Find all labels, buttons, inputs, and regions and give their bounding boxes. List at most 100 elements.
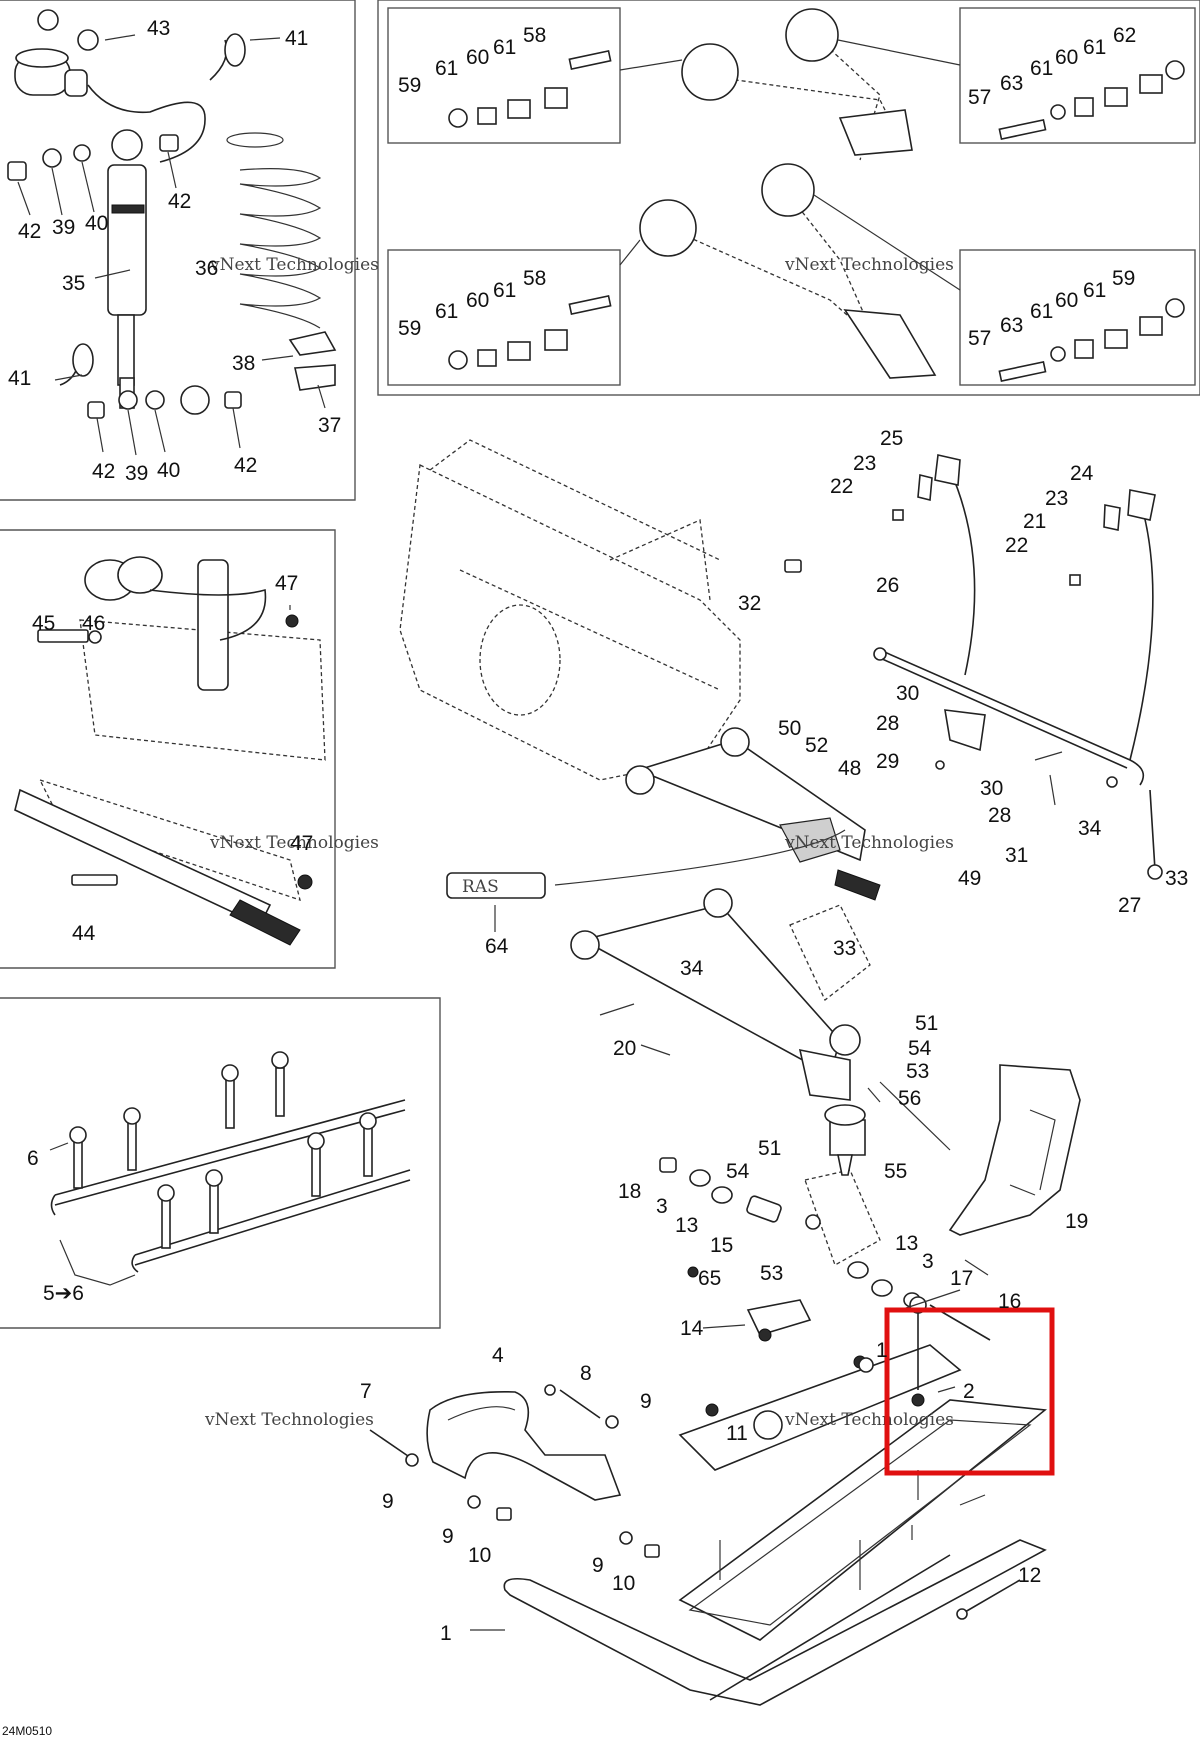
label-59: 59 bbox=[1112, 267, 1135, 290]
label-61: 61 bbox=[1083, 279, 1106, 302]
watermarks: vNext Technologies vNext Technologies vN… bbox=[204, 255, 954, 1430]
label-46: 46 bbox=[82, 612, 105, 635]
label-3: 3 bbox=[922, 1250, 934, 1273]
label-16: 16 bbox=[998, 1290, 1021, 1313]
label-35: 35 bbox=[62, 272, 85, 295]
label-61: 61 bbox=[1083, 36, 1106, 59]
label-28: 28 bbox=[876, 712, 899, 735]
label-40: 40 bbox=[85, 212, 108, 235]
a-arm-panel-border bbox=[377, 0, 1200, 396]
label-36: 36 bbox=[195, 257, 218, 280]
label-1: 1 bbox=[876, 1339, 888, 1362]
label-51: 51 bbox=[915, 1012, 938, 1035]
label-39: 39 bbox=[52, 216, 75, 239]
figure-code: 24M0510 bbox=[2, 1724, 52, 1738]
label-6: 6 bbox=[27, 1147, 39, 1170]
label-9: 9 bbox=[592, 1554, 604, 1577]
sway-bar bbox=[784, 454, 1163, 880]
label-59: 59 bbox=[398, 74, 421, 97]
label-61: 61 bbox=[493, 279, 516, 302]
label-5-to-6: 5➔6 bbox=[43, 1282, 84, 1305]
label-44: 44 bbox=[72, 922, 96, 945]
carbide-runners bbox=[49, 1051, 411, 1286]
lower-a-arm-20 bbox=[570, 888, 851, 1101]
label-42: 42 bbox=[18, 220, 41, 243]
svg-text:vNext Technologies: vNext Technologies bbox=[784, 255, 954, 275]
label-64: 64 bbox=[485, 935, 509, 958]
upper-a-arm-top bbox=[619, 8, 961, 161]
label-19: 19 bbox=[1065, 1210, 1088, 1233]
ski-bolt-12 bbox=[956, 1579, 1021, 1620]
leaders-panel2 bbox=[45, 605, 291, 631]
svg-text:RAS: RAS bbox=[462, 877, 499, 897]
label-26: 26 bbox=[876, 574, 899, 597]
label-60: 60 bbox=[466, 289, 489, 312]
label-53: 53 bbox=[906, 1060, 929, 1083]
inset-hardware bbox=[448, 50, 1185, 382]
shock-mount-view bbox=[14, 556, 326, 946]
label-30: 30 bbox=[980, 777, 1003, 800]
label-31: 31 bbox=[1005, 844, 1028, 867]
label-39: 39 bbox=[125, 462, 148, 485]
label-32: 32 bbox=[738, 592, 761, 615]
label-29: 29 bbox=[876, 750, 899, 773]
shock-view-panel-border bbox=[0, 529, 336, 969]
inset-upper-left bbox=[387, 7, 621, 144]
label-24: 24 bbox=[1070, 462, 1094, 485]
label-21: 21 bbox=[1023, 510, 1046, 533]
label-23: 23 bbox=[1045, 487, 1068, 510]
label-18: 18 bbox=[618, 1180, 641, 1203]
shock-absorber-assembly bbox=[14, 9, 210, 415]
label-9: 9 bbox=[640, 1390, 652, 1413]
label-22: 22 bbox=[1005, 534, 1028, 557]
ski-loop-4 bbox=[369, 1384, 660, 1558]
label-23: 23 bbox=[853, 452, 876, 475]
label-58: 58 bbox=[523, 24, 546, 47]
label-28: 28 bbox=[988, 804, 1011, 827]
label-38: 38 bbox=[232, 352, 255, 375]
label-58: 58 bbox=[523, 267, 546, 290]
label-33: 33 bbox=[833, 937, 856, 960]
label-15: 15 bbox=[710, 1234, 733, 1257]
label-3: 3 bbox=[656, 1195, 668, 1218]
label-41: 41 bbox=[8, 367, 31, 390]
label-51: 51 bbox=[758, 1137, 781, 1160]
label-55: 55 bbox=[884, 1160, 907, 1183]
label-40: 40 bbox=[157, 459, 180, 482]
label-14: 14 bbox=[680, 1317, 704, 1340]
ski-bracket-19 bbox=[948, 1064, 1081, 1236]
label-1-ski: 1 bbox=[440, 1622, 452, 1645]
label-61: 61 bbox=[493, 36, 516, 59]
inset-upper-right bbox=[959, 7, 1196, 144]
shock-panel-border bbox=[0, 0, 356, 501]
label-50: 50 bbox=[778, 717, 801, 740]
leader-lines bbox=[470, 829, 1036, 1631]
leaders-panel1 bbox=[17, 34, 326, 456]
label-25: 25 bbox=[880, 427, 903, 450]
part-labels: 43 41 42 42 39 40 35 36 38 37 41 42 39 4… bbox=[2, 17, 1188, 1738]
label-59: 59 bbox=[398, 317, 421, 340]
inset-lower-right bbox=[959, 249, 1196, 386]
label-27: 27 bbox=[1118, 894, 1141, 917]
label-57: 57 bbox=[968, 86, 991, 109]
label-61: 61 bbox=[435, 300, 458, 323]
label-10: 10 bbox=[612, 1572, 635, 1595]
label-47: 47 bbox=[275, 572, 298, 595]
label-33: 33 bbox=[1165, 867, 1188, 890]
wear-pad-14 bbox=[746, 1299, 812, 1336]
label-9: 9 bbox=[442, 1525, 454, 1548]
label-65: 65 bbox=[698, 1267, 721, 1290]
label-45: 45 bbox=[32, 612, 55, 635]
label-30: 30 bbox=[896, 682, 919, 705]
label-34: 34 bbox=[680, 957, 704, 980]
inset-lower-left bbox=[387, 249, 621, 386]
label-54: 54 bbox=[726, 1160, 750, 1183]
label-7: 7 bbox=[360, 1380, 372, 1403]
label-52: 52 bbox=[805, 734, 828, 757]
label-63: 63 bbox=[1000, 314, 1023, 337]
label-11: 11 bbox=[726, 1422, 748, 1445]
label-12: 12 bbox=[1018, 1564, 1041, 1587]
chassis-frame bbox=[399, 439, 741, 781]
label-61: 61 bbox=[1030, 300, 1053, 323]
